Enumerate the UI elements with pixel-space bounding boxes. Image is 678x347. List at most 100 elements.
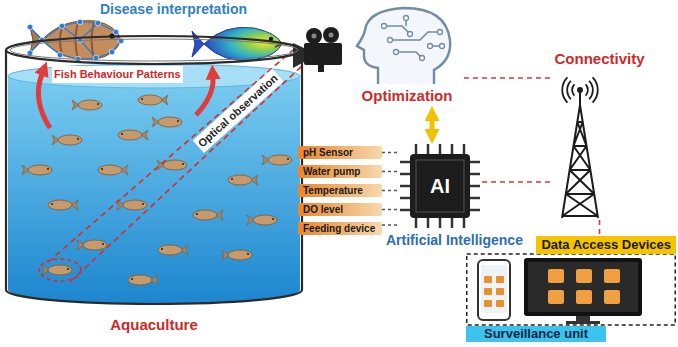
fish-school: [117, 200, 147, 210]
surveillance-box: Data Access DevicesSurveillance unit: [466, 236, 676, 342]
fish-school: [228, 175, 258, 185]
device-panel: [604, 290, 620, 304]
sensor-band: pH Sensor: [298, 146, 382, 159]
chip-icon: [400, 144, 480, 228]
device-panel: [484, 276, 492, 283]
fish-school: [98, 165, 128, 175]
device-panel: [566, 321, 600, 324]
fish-school: [222, 250, 252, 260]
fish-school: [152, 117, 182, 127]
brain-icon: [440, 44, 445, 49]
optical-observation-beam: [48, 50, 293, 262]
connector: [382, 224, 400, 225]
connectivity-tower: Connectivity: [550, 50, 649, 220]
disease-heatmap-image: [192, 31, 204, 57]
banner-footer: Surveillance unit: [466, 326, 606, 342]
brain-icon: [420, 56, 425, 61]
video-camera-icon: [306, 28, 322, 44]
video-camera-icon: [318, 65, 324, 72]
chip-icon: [400, 144, 480, 228]
device-panel: [528, 262, 638, 312]
connector: [480, 181, 550, 183]
red-analysis-arrow: [196, 78, 213, 115]
fish-school: [118, 130, 148, 140]
device-panel: [604, 269, 620, 283]
optimization-brain: Optimization: [350, 6, 464, 106]
fish-school: [77, 240, 107, 250]
sensor-label: DO level: [303, 203, 343, 216]
image-caption: Disease interpretation: [100, 1, 247, 18]
node-caption: Aquaculture: [4, 316, 304, 334]
video-camera-icon: [293, 27, 342, 72]
radio-tower-icon: [562, 90, 598, 218]
connector: [382, 171, 400, 172]
optical-observation-beam: [70, 66, 302, 282]
chip-caption: Artificial Intelligence: [386, 232, 523, 249]
brain-icon: [382, 24, 387, 29]
chip-icon: [400, 144, 480, 228]
chip-label: AI: [400, 174, 480, 198]
red-analysis-arrow: [38, 74, 50, 128]
node-caption: Connectivity: [550, 50, 649, 68]
disease-heatmap-image: [192, 27, 282, 60]
device-panel: [496, 276, 504, 283]
fish-pose-image: [109, 49, 115, 55]
brain-icon: [357, 8, 450, 84]
brain-icon: [408, 32, 413, 37]
fish-school: [42, 265, 72, 275]
device-panel: [484, 288, 492, 295]
fish-pose-image: [113, 29, 119, 35]
radio-tower-icon: [567, 81, 593, 99]
fish-school: [138, 95, 168, 105]
optical-observation-beam: [48, 50, 302, 282]
video-camera-icon: [304, 43, 342, 65]
fish-pose-image: [59, 23, 65, 29]
fish-school: [52, 135, 82, 145]
brain-icon: [388, 38, 393, 43]
image-caption: Fish Behaviour Patterns: [52, 66, 183, 83]
video-camera-icon: [329, 33, 334, 38]
sensor-label: Feeding device: [303, 222, 375, 235]
tank-outline: [6, 50, 302, 290]
sensor-band: Feeding device: [298, 222, 382, 235]
fish-school: [22, 95, 292, 285]
device-panel: [548, 290, 564, 304]
sensor-label: pH Sensor: [303, 146, 353, 159]
chip-icon: [400, 144, 480, 228]
device-panel: [496, 288, 504, 295]
sensor-band: Water pump: [298, 165, 382, 178]
device-panel: [524, 258, 642, 316]
sensor-label: Temperature: [303, 184, 363, 197]
device-panel: [467, 254, 676, 325]
video-camera-icon: [312, 34, 317, 39]
sensor-label: Water pump: [303, 165, 360, 178]
node-caption: Optimization: [350, 87, 464, 105]
fish-pose-image: [62, 26, 96, 58]
tank-water: [8, 64, 300, 304]
tank-water: [8, 64, 300, 304]
device-panel: [576, 269, 592, 283]
connector: [382, 190, 400, 191]
sensor-band: Temperature: [298, 184, 382, 197]
fish-school: [158, 245, 188, 255]
connector: [464, 77, 550, 79]
radio-tower-icon: [562, 77, 597, 102]
fish-school: [262, 155, 292, 165]
fish-school: [48, 200, 78, 210]
brain-icon: [404, 16, 409, 21]
device-panel: [548, 269, 564, 283]
device-panel: [576, 290, 592, 304]
brain-icon: [394, 50, 399, 55]
sensor-band: DO level: [298, 203, 382, 216]
radio-tower-icon: [577, 87, 583, 93]
ai-chip: AIArtificial Intelligence: [400, 144, 480, 228]
fish-pose-image: [77, 19, 83, 25]
fish-pose-image: [95, 20, 101, 26]
device-panel: [496, 300, 504, 307]
connector: [430, 114, 435, 136]
tank-outline: [6, 36, 302, 64]
banner-title: Data Access Devices: [536, 236, 676, 254]
connector: [382, 209, 400, 210]
radio-tower-icon: [572, 84, 588, 95]
